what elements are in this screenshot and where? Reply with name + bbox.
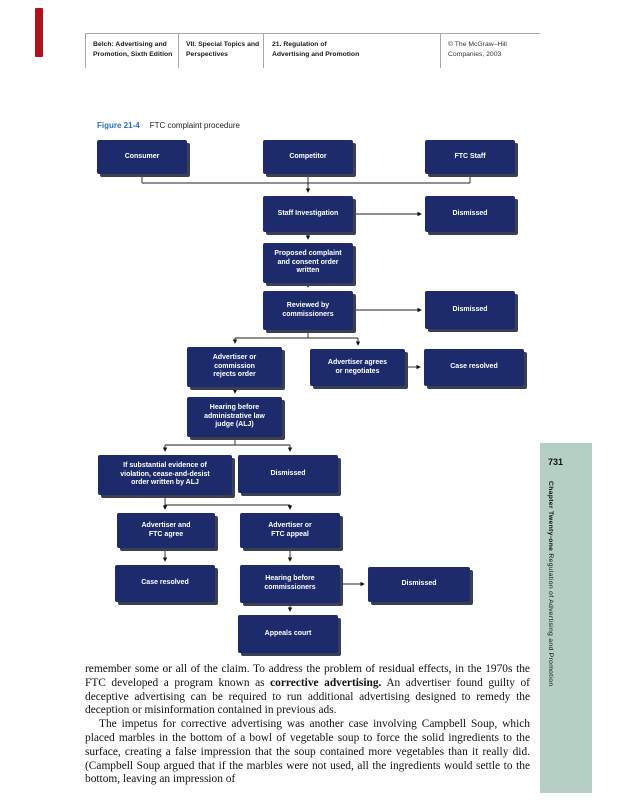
figure-caption-text: FTC complaint procedure [149,121,240,130]
header-left-border [85,33,86,68]
paragraph-1: remember some or all of the claim. To ad… [85,663,530,718]
flow-node-label: Staff Investigation [277,209,339,217]
flow-node-hearing-commissioners: Hearing before commissioners [240,565,340,603]
flow-node-label: Case resolved [450,363,498,371]
flow-node-label: Dismissed [452,305,488,313]
flow-node-label: Advertiser or commission rejects order [212,353,257,379]
chapter-label: Chapter Twenty-one [547,481,554,552]
header-separator [440,33,441,68]
paragraph-2: The impetus for corrective advertising w… [85,718,530,786]
flow-node-label: Case resolved [141,579,189,587]
figure-label: Figure 21-4 [97,121,140,130]
flow-node-dismissed-4: Dismissed [368,567,470,602]
flow-node-dismissed-2: Dismissed [425,291,515,329]
flow-node-label: Dismissed [401,580,437,588]
chapter-title: Regulation of Advertising and Promotion [547,551,554,687]
flow-node-label: Appeals court [264,629,312,637]
header-top-border [85,33,540,34]
page-number: 731 [548,457,564,467]
red-bookmark-bar [35,8,43,57]
flow-node-label: Hearing before administrative law judge … [204,403,265,429]
flow-node-label: Dismissed [270,469,306,477]
chapter-sidebar-text: Chapter Twenty-one Regulation of Adverti… [547,481,554,781]
flow-node-label: Reviewed by commissioners [282,301,334,318]
flow-node-appeals-court: Appeals court [238,615,338,653]
flow-node-label: Competitor [289,152,327,160]
flow-node-label: Hearing before commissioners [264,575,316,591]
flow-node-label: If substantial evidence of violation, ce… [120,461,210,487]
flow-node-proposed-complaint: Proposed complaint and consent order wri… [263,243,353,283]
flow-node-competitor: Competitor [263,140,353,174]
header-book-title: Belch: Advertising and Promotion, Sixth … [93,41,173,58]
flow-node-label: Dismissed [452,209,488,217]
bold-key-term: corrective advertising. [270,676,382,689]
flow-node-advertiser-ftc-appeal: Advertiser or FTC appeal [240,513,340,548]
chapter-sidebar: 731 Chapter Twenty-one Regulation of Adv… [540,443,592,793]
flow-node-cease-and-desist: If substantial evidence of violation, ce… [98,455,232,495]
header-copyright: © The McGraw–Hill Companies, 2003 [448,41,507,58]
paragraph-text: An advertiser found guilty of deceptive … [85,676,530,717]
flow-node-case-resolved-1: Case resolved [424,349,524,386]
flow-node-case-resolved-2: Case resolved [115,565,215,602]
header-separator [178,33,179,68]
flow-node-label: Proposed complaint and consent order wri… [274,249,342,275]
body-text: remember some or all of the claim. To ad… [85,663,530,787]
flow-node-label: Advertiser or FTC appeal [268,521,312,538]
header-separator [263,33,264,68]
flow-node-advertiser-rejects-order: Advertiser or commission rejects order [187,347,282,387]
flow-node-label: Advertiser and FTC agree [141,521,191,538]
flow-node-consumer: Consumer [97,140,187,174]
figure-caption: Figure 21-4 FTC complaint procedure [97,121,240,130]
flow-node-dismissed-3: Dismissed [238,455,338,493]
flow-node-ftc-staff: FTC Staff [425,140,515,174]
flow-node-dismissed-1: Dismissed [425,196,515,232]
header-chapter-title: 21. Regulation of Advertising and Promot… [272,41,360,58]
flow-node-reviewed-by-commissioners: Reviewed by commissioners [263,291,353,330]
flow-node-advertiser-agrees: Advertiser agrees or negotiates [310,349,405,386]
flow-node-staff-investigation: Staff Investigation [263,196,353,232]
flow-node-label: Consumer [124,152,160,160]
flow-node-advertiser-ftc-agree: Advertiser and FTC agree [117,513,215,548]
flow-node-label: Advertiser agrees or negotiates [327,358,388,375]
flow-node-label: FTC Staff [454,152,486,160]
paragraph-text: remember some or all of the claim. To ad… [85,663,530,689]
flow-node-hearing-alj: Hearing before administrative law judge … [187,397,282,437]
header-part-title: VII. Special Topics and Perspectives [186,41,260,58]
